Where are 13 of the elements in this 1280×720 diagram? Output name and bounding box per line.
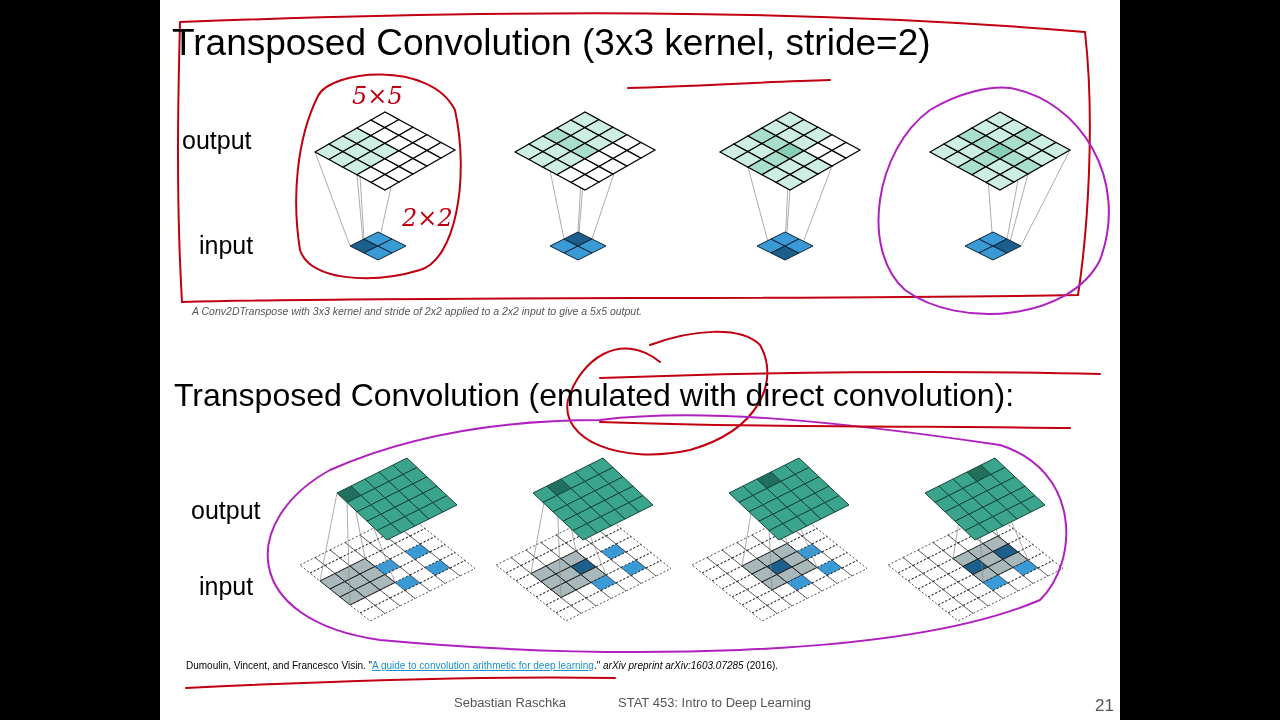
row-label: input <box>199 572 254 601</box>
row-label: output <box>191 496 261 525</box>
citation-text: ." arXiv preprint arXiv:1603.07285 (2016). <box>593 660 779 671</box>
handwritten-note: 5×5 <box>352 82 403 110</box>
footer-text: Sebastian Raschka <box>454 695 566 710</box>
footer-text: STAT 453: Intro to Deep Learning <box>618 695 811 710</box>
row-label: input <box>199 231 254 260</box>
citation-link: A guide to convolution arithmetic for deep learning <box>372 660 594 671</box>
handwritten-note: 2×2 <box>402 204 453 232</box>
row-label: output <box>182 126 252 155</box>
figure-caption: A Conv2DTranspose with 3x3 kernel and stride of 2x2 applied to a 2x2 input to give a 5x5 output. <box>192 305 643 317</box>
citation-text: Dumoulin, Vincent, and Francesco Visin. " <box>186 660 373 671</box>
page-number: 21 <box>1095 696 1114 716</box>
